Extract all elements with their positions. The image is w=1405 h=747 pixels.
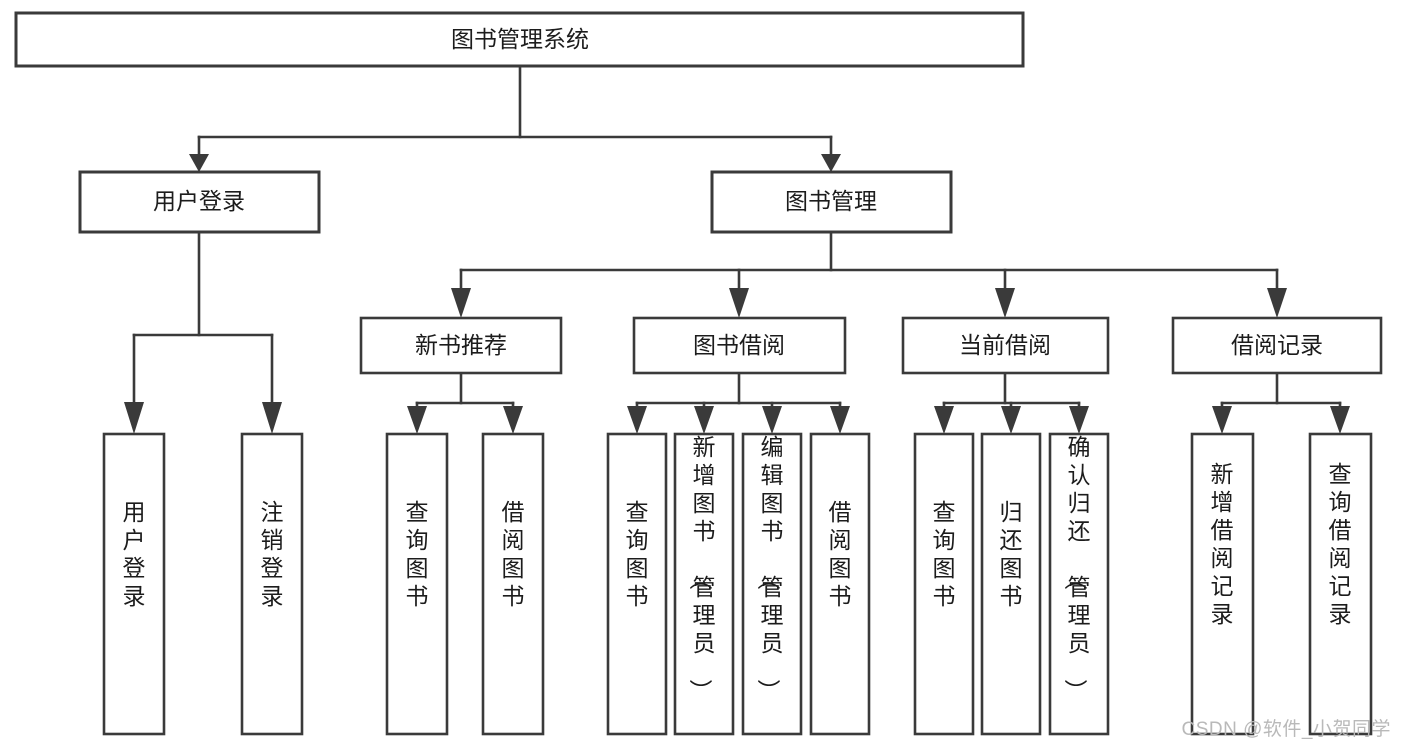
leaf-add-book-label: 新增图书（管理员）	[688, 434, 716, 702]
node-book-manage-label: 图书管理	[785, 188, 877, 214]
node-book-manage-box[interactable]	[710, 170, 953, 234]
leaf-logout-login[interactable]: 注销登录	[240, 432, 304, 736]
node-borrow-record-label: 借阅记录	[1231, 332, 1323, 358]
arrow-to-leaf-query-book-2	[627, 406, 647, 434]
leaf-add-borrow-record-box[interactable]	[1190, 432, 1255, 736]
leaf-borrow-book-2-box[interactable]	[809, 432, 871, 736]
leaf-user-login[interactable]: 用户登录	[102, 432, 166, 736]
arrow-to-leaf-user-login	[124, 402, 144, 434]
arrow-to-leaf-add-borrow-record	[1212, 406, 1232, 434]
leaf-borrow-book-1-box[interactable]	[481, 432, 545, 736]
arrow-to-leaf-confirm-return	[1069, 406, 1089, 434]
leaf-query-book-2-label: 查询图书	[626, 499, 649, 609]
node-book-borrow[interactable]: 图书借阅	[632, 316, 847, 375]
node-root-label: 图书管理系统	[451, 26, 589, 52]
leaf-logout-login-box[interactable]	[240, 432, 304, 736]
arrow-to-new-book-recommend	[451, 288, 471, 318]
arrow-to-user-login	[189, 154, 209, 172]
leaf-query-book-3[interactable]: 查询图书	[913, 432, 975, 736]
leaf-borrow-book-1-label: 借阅图书	[502, 499, 525, 609]
leaf-query-borrow-record-label: 查询借阅记录	[1329, 461, 1352, 627]
leaf-query-book-2-box[interactable]	[606, 432, 668, 736]
node-root-box[interactable]	[14, 11, 1025, 68]
node-new-book-recommend-box[interactable]	[359, 316, 563, 375]
leaf-return-book[interactable]: 归还图书	[980, 432, 1042, 736]
arrow-to-leaf-add-book	[694, 406, 714, 434]
leaf-borrow-book-2[interactable]: 借阅图书	[809, 432, 871, 736]
leaf-confirm-return[interactable]: 确认归还（管理员）	[1048, 432, 1110, 736]
leaf-confirm-return-label: 确认归还（管理员）	[1063, 434, 1091, 702]
arrow-to-leaf-query-borrow-record	[1330, 406, 1350, 434]
node-current-borrow-box[interactable]	[901, 316, 1110, 375]
node-new-book-recommend[interactable]: 新书推荐	[359, 316, 563, 375]
leaf-return-book-label: 归还图书	[1000, 499, 1023, 609]
csdn-watermark: CSDN @软件_小贺同学	[1181, 719, 1391, 740]
arrow-to-leaf-borrow-book-1	[503, 406, 523, 434]
node-current-borrow-label: 当前借阅	[959, 332, 1051, 358]
leaf-borrow-book-1[interactable]: 借阅图书	[481, 432, 545, 736]
arrow-to-leaf-return-book	[1001, 406, 1021, 434]
leaf-confirm-return-box[interactable]	[1048, 432, 1110, 736]
node-user-login[interactable]: 用户登录	[78, 170, 321, 234]
leaf-add-book[interactable]: 新增图书（管理员）	[673, 432, 735, 736]
node-current-borrow[interactable]: 当前借阅	[901, 316, 1110, 375]
leaf-user-login-box[interactable]	[102, 432, 166, 736]
arrow-to-leaf-borrow-book-2	[830, 406, 850, 434]
arrow-to-book-manage	[821, 154, 841, 172]
leaf-add-borrow-record-label: 新增借阅记录	[1211, 461, 1234, 627]
node-borrow-record[interactable]: 借阅记录	[1171, 316, 1383, 375]
node-borrow-record-box[interactable]	[1171, 316, 1383, 375]
leaf-user-login-label: 用户登录	[123, 499, 146, 609]
node-new-book-recommend-label: 新书推荐	[415, 332, 507, 358]
leaf-add-book-box[interactable]	[673, 432, 735, 736]
leaf-query-borrow-record[interactable]: 查询借阅记录	[1308, 432, 1373, 736]
leaf-query-book-3-label: 查询图书	[933, 499, 956, 609]
node-book-manage[interactable]: 图书管理	[710, 170, 953, 234]
arrow-to-borrow-record	[1267, 288, 1287, 318]
leaf-query-book-2[interactable]: 查询图书	[606, 432, 668, 736]
leaf-logout-login-label: 注销登录	[261, 499, 284, 609]
node-user-login-label: 用户登录	[153, 188, 245, 214]
leaf-edit-book[interactable]: 编辑图书（管理员）	[741, 432, 803, 736]
arrow-to-current-borrow	[995, 288, 1015, 318]
arrow-to-leaf-edit-book	[762, 406, 782, 434]
connector-layer	[124, 64, 1350, 434]
leaf-edit-book-box[interactable]	[741, 432, 803, 736]
node-book-borrow-label: 图书借阅	[693, 332, 785, 358]
leaf-query-book-1-box[interactable]	[385, 432, 449, 736]
node-book-borrow-box[interactable]	[632, 316, 847, 375]
leaf-edit-book-label: 编辑图书（管理员）	[756, 434, 784, 702]
leaf-query-book-3-box[interactable]	[913, 432, 975, 736]
leaf-return-book-box[interactable]	[980, 432, 1042, 736]
arrow-to-book-borrow	[729, 288, 749, 318]
arrow-to-leaf-query-book-3	[934, 406, 954, 434]
arrow-to-leaf-query-book-1	[407, 406, 427, 434]
node-root[interactable]: 图书管理系统	[14, 11, 1025, 68]
leaf-query-book-1[interactable]: 查询图书	[385, 432, 449, 736]
leaf-borrow-book-2-label: 借阅图书	[829, 499, 852, 609]
leaf-query-book-1-label: 查询图书	[406, 499, 429, 609]
leaf-query-borrow-record-box[interactable]	[1308, 432, 1373, 736]
arrow-to-leaf-logout-login	[262, 402, 282, 434]
node-user-login-box[interactable]	[78, 170, 321, 234]
leaf-add-borrow-record[interactable]: 新增借阅记录	[1190, 432, 1255, 736]
